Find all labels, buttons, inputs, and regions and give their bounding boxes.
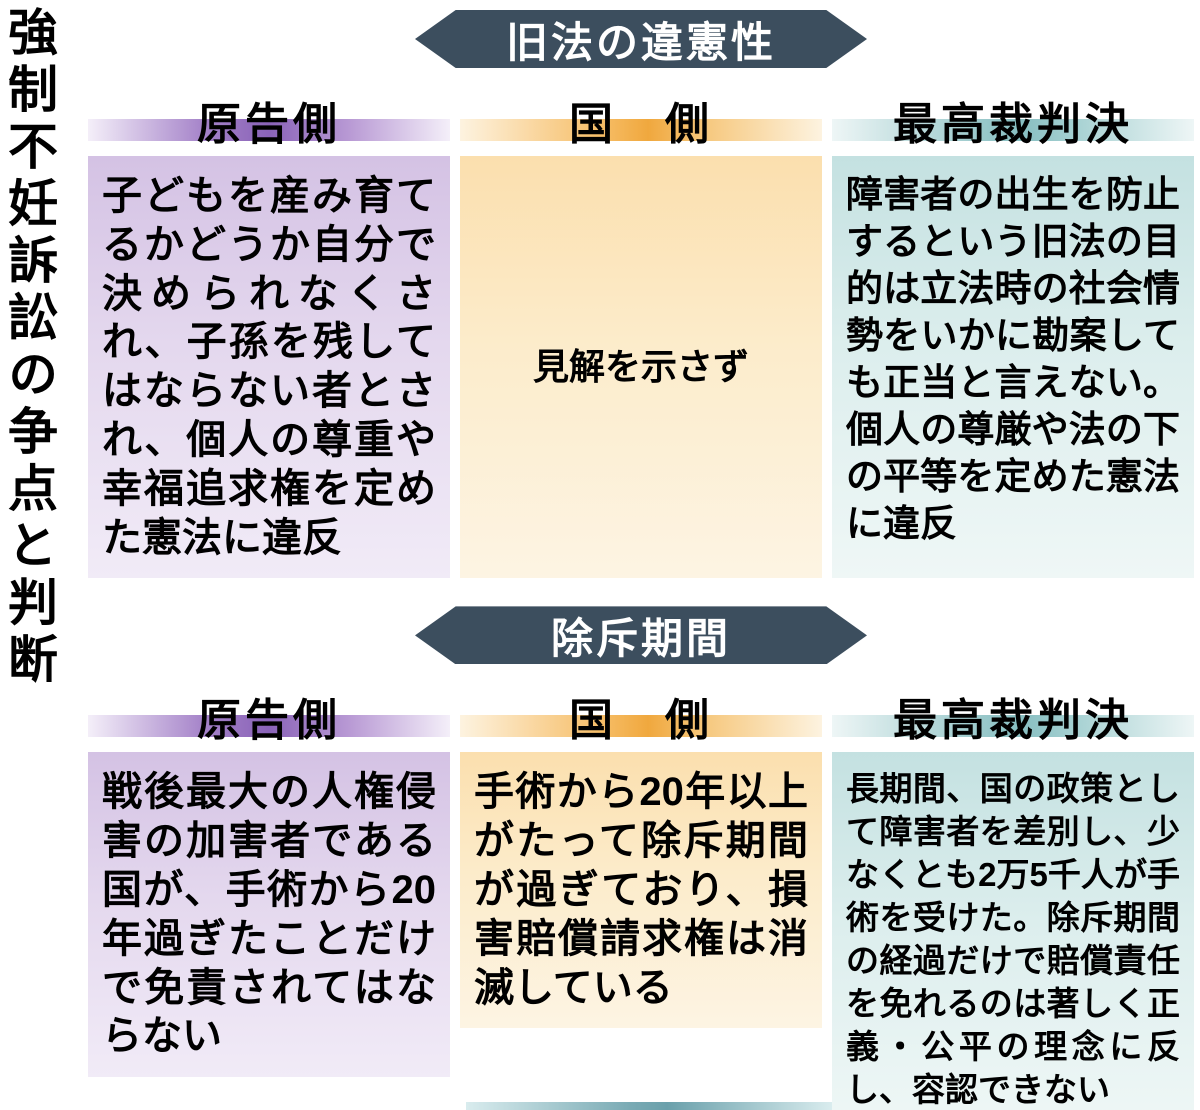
vertical-title: 強制不妊訴訟の争点と判断 [1, 6, 57, 690]
column-header-plaintiff: 原告側 [88, 688, 450, 745]
column-header-plaintiff: 原告側 [88, 92, 450, 149]
supreme-court-header-label: 最高裁判決 [893, 100, 1133, 149]
cell-government: 見解を示さず [460, 156, 822, 579]
column-headers: 原告側 国 側 最高裁判決 [88, 688, 1194, 745]
banner-row: 旧法の違憲性 [88, 10, 1194, 68]
government-header-label: 国 側 [569, 696, 713, 746]
supreme-court-header-band [832, 715, 1194, 738]
plaintiff-header-band [88, 715, 450, 738]
section-old-law-constitutionality: 旧法の違憲性 原告側 国 側 最高裁判決 子どもを産み育てるかどうか自分で決めら… [88, 10, 1194, 579]
column-header-supreme-court: 最高裁判決 [832, 92, 1194, 149]
government-header-label: 国 側 [569, 100, 713, 149]
cutoff-strip [466, 1102, 832, 1110]
column-header-supreme-court: 最高裁判決 [832, 688, 1194, 745]
plaintiff-header-band [88, 119, 450, 141]
cell-plaintiff: 子どもを産み育てるかどうか自分で決められなくされ、子孫を残してはならない者とされ… [88, 156, 450, 579]
cell-government: 手術から20年以上がたって除斥期間が過ぎており、損害賠償請求権は消滅している [460, 752, 822, 1029]
section-banner: 旧法の違憲性 [415, 10, 867, 68]
plaintiff-header-label: 原告側 [197, 100, 341, 149]
government-header-band [460, 715, 822, 738]
plaintiff-header-label: 原告側 [197, 696, 341, 746]
cell-supreme-court: 長期間、国の政策として障害者を差別し、少なくとも2万5千人が手術を受けた。除斥期… [832, 752, 1194, 1110]
cells-row: 戦後最大の人権侵害の加害者である国が、手術から20年過ぎたことだけで免責されては… [88, 752, 1194, 1110]
column-header-government: 国 側 [460, 92, 822, 149]
supreme-court-header-band [832, 119, 1194, 141]
cells-row: 子どもを産み育てるかどうか自分で決められなくされ、子孫を残してはならない者とされ… [88, 156, 1194, 579]
supreme-court-header-label: 最高裁判決 [893, 696, 1133, 746]
cell-supreme-court: 障害者の出生を防止するという旧法の目的は立法時の社会情勢をいかに勘案しても正当と… [832, 156, 1194, 579]
column-header-government: 国 側 [460, 688, 822, 745]
banner-row: 除斥期間 [88, 606, 1194, 665]
section-exclusion-period: 除斥期間 原告側 国 側 最高裁判決 戦後最大の人権侵害の加害者である国が、手術… [88, 606, 1194, 1110]
section-banner: 除斥期間 [415, 606, 867, 665]
main-content: 旧法の違憲性 原告側 国 側 最高裁判決 子どもを産み育てるかどうか自分で決めら… [88, 0, 1194, 1110]
government-header-band [460, 119, 822, 141]
column-headers: 原告側 国 側 最高裁判決 [88, 92, 1194, 149]
cell-plaintiff: 戦後最大の人権侵害の加害者である国が、手術から20年過ぎたことだけで免責されては… [88, 752, 450, 1078]
